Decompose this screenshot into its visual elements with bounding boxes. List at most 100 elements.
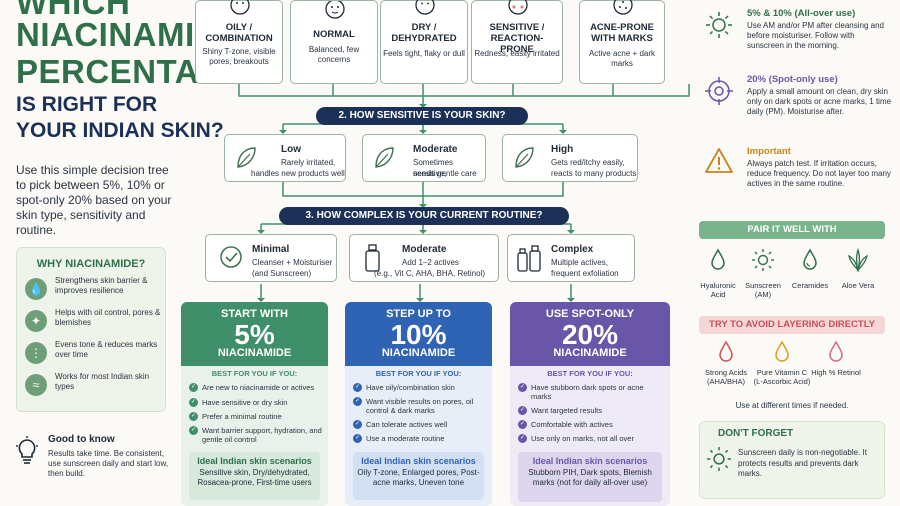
scenario-title: Ideal Indian skin scenarios (532, 456, 648, 466)
red-drop-icon (719, 340, 733, 362)
check-icon: ✓ (518, 434, 527, 443)
avoid-item-acids: Strong Acids (AHA/BHA) (696, 340, 756, 386)
pink-drop-icon (829, 340, 843, 362)
avoid-item-retinol: High % Retinol (806, 340, 866, 377)
option-desc: Sometimes sensitive, (413, 158, 454, 178)
option-desc: (e.g., Vit C, AHA, BHA, Retinol) (374, 269, 486, 278)
skin-type-desc: Active acne + dark marks (588, 49, 656, 68)
option-desc: needs gentle care (413, 169, 477, 178)
usage-spot-text: Apply a small amount on clean, dry skin … (747, 87, 892, 116)
dont-forget-text: Sunscreen daily is non-negotiable. It pr… (738, 448, 867, 478)
sun-icon (707, 447, 731, 471)
check-icon: ✓ (353, 434, 362, 443)
yellow-drop-icon (775, 340, 789, 362)
check-icon: ✓ (518, 406, 527, 415)
result-percent: 5% (234, 319, 275, 350)
acne-face-icon (613, 0, 633, 15)
result-header: START WITH 5% NIACINAMIDE (181, 302, 328, 366)
avoid-label: Pure Vitamin C (L-Ascorbic Acid) (753, 368, 811, 386)
best-for-label: BEST FOR YOU IF YOU: (547, 369, 633, 378)
option-name: Minimal (252, 244, 290, 255)
scenario-box: Ideal Indian skin scenarios Oily T-zone,… (353, 452, 484, 500)
normal-face-icon (325, 1, 345, 19)
result-10-percent: STEP UP TO 10% NIACINAMIDE BEST FOR YOU … (345, 302, 492, 506)
why-item-text: Helps with oil control, pores & blemishe… (55, 308, 161, 327)
dont-forget-title: DON'T FORGET (718, 428, 794, 439)
why-niacinamide-box: WHY NIACINAMIDE? 💧 Strengthens skin barr… (16, 247, 166, 412)
avoid-item-vitamin-c: Pure Vitamin C (L-Ascorbic Acid) (752, 340, 812, 386)
droplet-icon: 💧 (25, 278, 47, 300)
option-name: Moderate (413, 144, 458, 155)
check-icon: ✓ (189, 412, 198, 421)
pair-label: Aloe Vera (841, 281, 875, 290)
check-icon: ✓ (518, 383, 527, 392)
scenario-box: Ideal Indian skin scenarios Stubborn PIH… (518, 452, 662, 502)
scenario-title: Ideal Indian skin scenarios (197, 456, 312, 466)
usage-all-over-title: 5% & 10% (All-over use) (747, 8, 856, 19)
sensitivity-option-low[interactable]: Low Rarely irritated, handles new produc… (224, 134, 346, 182)
pair-item-ceramides: Ceramides (785, 248, 835, 290)
why-item-text: Strengthens skin barrier & improves resi… (55, 276, 148, 295)
skin-type-desc: Shiny T-zone, visible pores, breakouts (202, 47, 276, 66)
option-desc: Cleanser + Moisturiser (252, 258, 333, 267)
sensitivity-option-high[interactable]: High Gets red/itchy easily, reacts to ma… (502, 134, 638, 182)
important-title: Important (747, 146, 791, 157)
option-desc: frequent exfoliation (551, 269, 619, 278)
target-icon (705, 77, 733, 105)
routine-option-complex[interactable]: Complex Multiple actives, frequent exfol… (507, 234, 635, 282)
scenario-text: Stubborn PIH, Dark spots, Blemish marks … (528, 468, 652, 487)
sensitivity-option-moderate[interactable]: Moderate Sometimes sensitive, needs gent… (362, 134, 486, 182)
leaf-icon (375, 147, 394, 168)
step3-title: 3. HOW COMPLEX IS YOUR CURRENT ROUTINE? (279, 207, 569, 225)
dont-forget-box: DON'T FORGET Sunscreen daily is non-nego… (699, 421, 885, 499)
skin-type-sensitive[interactable]: SENSITIVE /REACTION-PRONE Redness, easil… (471, 0, 563, 84)
warning-icon (705, 148, 733, 173)
skin-type-normal[interactable]: NORMAL Balanced, few concerns (290, 0, 378, 84)
sun-icon (752, 249, 774, 271)
option-desc: reacts to many products (551, 169, 637, 178)
result-20-percent: USE SPOT-ONLY 20% NIACINAMIDE BEST FOR Y… (510, 302, 670, 506)
scenario-text: Oily T-zone, Enlarged pores, Post-acne m… (357, 468, 480, 487)
bottles-icon (517, 245, 541, 272)
skin-type-name: SENSITIVE /REACTION-PRONE (489, 22, 545, 55)
option-name: High (551, 144, 574, 155)
why-item: 💧 Strengthens skin barrier & improves re… (25, 276, 165, 308)
check-circle-icon (220, 246, 242, 268)
title-line-1: WHICH (16, 0, 131, 21)
skin-type-dry-dehydrated[interactable]: DRY /DEHYDRATED Feels tight, flaky or du… (380, 0, 468, 84)
option-desc: Rarely irritated, (281, 158, 336, 167)
usage-spot-title: 20% (Spot-only use) (747, 74, 838, 85)
option-desc: handles new products well (251, 169, 345, 178)
oily-face-icon (230, 0, 250, 15)
avoid-layering-title: TRY TO AVOID LAYERING DIRECTLY (699, 316, 885, 334)
why-item: ✦ Helps with oil control, pores & blemis… (25, 308, 165, 340)
step2-title: 2. HOW SENSITIVE IS YOUR SKIN? (316, 107, 528, 125)
avoid-label: Strong Acids (AHA/BHA) (704, 368, 748, 386)
avoid-note: Use at different times if needed. (735, 401, 849, 410)
skin-type-desc: Balanced, few concerns (308, 45, 360, 64)
skin-type-name: DRY /DEHYDRATED (391, 22, 457, 44)
routine-option-moderate[interactable]: Moderate Add 1–2 actives (e.g., Vit C, A… (349, 234, 499, 282)
check-icon: ✓ (189, 398, 198, 407)
bottle-icon (365, 244, 380, 272)
why-item: ⋮ Evens tone & reduces marks over time (25, 340, 165, 372)
important-text: Always patch test. If irritation occurs,… (747, 159, 891, 188)
scenario-title: Ideal Indian skin scenarios (361, 456, 476, 466)
best-for-label: BEST FOR YOU IF YOU: (211, 369, 298, 378)
pair-item-sunscreen: Sunscreen (AM) (738, 248, 788, 299)
why-item-text: Works for most Indian skin types (55, 372, 150, 391)
scenario-box: Ideal Indian skin scenarios Sensitive sk… (189, 452, 320, 500)
skin-type-oily-combination[interactable]: OILY /COMBINATION Shiny T-zone, visible … (195, 0, 283, 84)
dry-face-icon (415, 0, 435, 15)
good-to-know-text: Results take time. Be consistent, use su… (48, 449, 169, 478)
best-for-label: BEST FOR YOU IF YOU: (375, 369, 462, 378)
avoid-label: High % Retinol (811, 368, 861, 377)
why-title: WHY NIACINAMIDE? (36, 258, 146, 270)
routine-option-minimal[interactable]: Minimal Cleanser + Moisturiser (and Suns… (205, 234, 337, 282)
result-header: STEP UP TO 10% NIACINAMIDE (345, 302, 492, 366)
scenario-text: Sensitive skin, Dry/dehydrated, Rosacea-… (197, 468, 312, 487)
result-header: USE SPOT-ONLY 20% NIACINAMIDE (510, 302, 670, 366)
option-name: Moderate (402, 244, 447, 255)
